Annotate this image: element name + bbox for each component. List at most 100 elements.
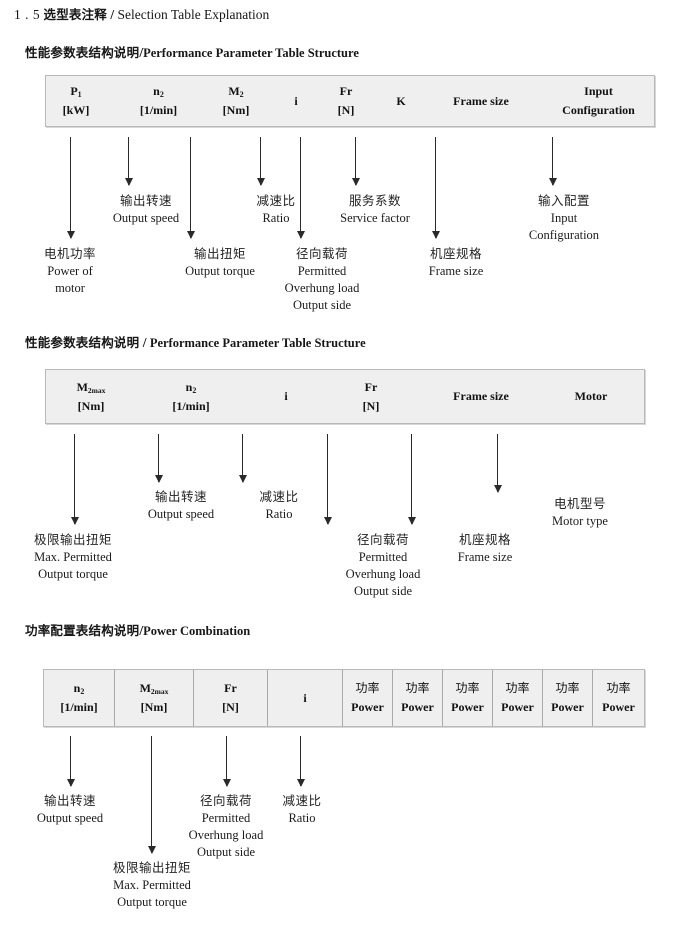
table3-col-power-4-en: Power (501, 700, 534, 714)
annotation-output-speed-3: 输出转速 Output speed (37, 793, 103, 827)
table2-col-i: i (256, 370, 316, 423)
arrow-to-max-permitted-output-torque (70, 434, 79, 525)
arrow-to-permitted-overhung-load-3 (222, 736, 231, 787)
section-3-heading: 功率配置表结构说明/Power Combination (25, 624, 250, 638)
power-combination-table: n2 [1/min] M2max [Nm] Fr [N] i 功率 Power … (43, 669, 645, 727)
table1-col-n2-line1: n2 (153, 84, 164, 100)
annotation-permitted-overhung-load-2-en-1: Permitted (358, 549, 408, 564)
annotation-power-of-motor-en-2: motor (55, 280, 85, 295)
table2-col-n2-line1: n2 (185, 379, 197, 395)
arrow-to-permitted-overhung-load-2 (323, 434, 332, 525)
annotation-frame-size-2-cn: 机座规格 (458, 532, 511, 547)
annotation-output-speed-2: 输出转速 Output speed (148, 489, 214, 523)
table3-col-power-1: 功率 Power (342, 670, 392, 726)
arrow-to-power-of-motor (66, 137, 75, 239)
table3-col-n2: n2 [1/min] (44, 670, 114, 726)
section-number: 1 . 5 (14, 7, 41, 22)
table3-col-n2-line2: [1/min] (60, 700, 98, 714)
annotation-permitted-overhung-load-2-en-3: Output side (354, 583, 412, 598)
annotation-output-speed-2-en-1: Output speed (147, 506, 215, 521)
section-2-heading: 性能参数表结构说明 / Performance Parameter Table … (25, 336, 366, 350)
annotation-permitted-overhung-load-3-en-3: Output side (197, 844, 255, 859)
table2-col-fr-line2: [N] (362, 398, 380, 413)
annotation-output-speed-cn: 输出转速 (119, 193, 172, 208)
annotation-permitted-overhung-load-3-en-1: Permitted (201, 810, 251, 825)
arrow-to-output-torque (186, 137, 195, 239)
table1-col-p1-line1: P1 (70, 84, 82, 100)
table2-col-i-line1: i (284, 389, 288, 404)
section-title-en: Selection Table Explanation (117, 7, 270, 22)
table3-col-i-line1: i (303, 690, 307, 705)
table1-col-input-configuration: Input Configuration (541, 76, 656, 126)
annotation-frame-size-2-en-1: Frame size (457, 549, 513, 564)
table1-col-fr-line1: Fr (339, 84, 353, 99)
table3-col-power-1-en: Power (351, 700, 384, 714)
performance-parameter-table-2: M2max [Nm] n2 [1/min] i Fr [N] Frame siz… (45, 369, 645, 424)
table3-col-power-2: 功率 Power (392, 670, 442, 726)
annotation-permitted-overhung-load-2-cn: 径向载荷 (356, 532, 410, 547)
annotation-ratio-3-en-1: Ratio (288, 810, 316, 825)
performance-parameter-table-1: P1 [kW] n2 [1/min] M2 [Nm] i Fr [N] K Fr… (45, 75, 655, 127)
annotation-max-permitted-output-torque-3-en-1: Max. Permitted (113, 877, 191, 892)
table1-col-fr-line2: [N] (337, 103, 355, 117)
annotation-permitted-overhung-load-3: 径向载荷 Permitted Overhung load Output side (189, 793, 264, 861)
annotation-frame-size-en-1: Frame size (428, 263, 484, 278)
table2-col-fr: Fr [N] (331, 370, 411, 423)
table3-col-m2max-line1: M2max (139, 681, 169, 697)
annotation-max-permitted-output-torque-3: 极限输出扭矩 Max. Permitted Output torque (113, 860, 191, 911)
table2-col-motor: Motor (546, 370, 636, 423)
annotation-output-torque-en-1: Output torque (185, 263, 255, 278)
annotation-ratio-2-cn: 减速比 (259, 489, 299, 504)
table3-col-fr-line2: [N] (222, 700, 239, 714)
annotation-output-speed-en-1: Output speed (112, 210, 180, 225)
annotation-ratio-en-1: Ratio (262, 210, 290, 225)
annotation-ratio-3-cn: 减速比 (282, 793, 322, 808)
arrow-to-max-permitted-output-torque-3 (147, 736, 156, 854)
section-title-cn: 选型表注释 (43, 7, 108, 22)
table3-col-power-3: 功率 Power (442, 670, 492, 726)
table2-col-m2max-line1: M2max (76, 379, 106, 395)
annotation-frame-size-2: 机座规格 Frame size (458, 532, 513, 566)
annotation-permitted-overhung-load-cn: 径向载荷 (295, 246, 349, 261)
table3-col-power-5-en: Power (551, 700, 584, 714)
arrow-to-permitted-overhung-load (296, 137, 305, 239)
annotation-output-torque-cn: 输出扭矩 (193, 246, 247, 261)
annotation-input-configuration: 输入配置 Input Configuration (529, 193, 599, 244)
table3-col-power-6-cn: 功率 (606, 681, 631, 696)
arrow-to-output-speed-2 (154, 434, 163, 483)
arrow-to-service-factor (351, 137, 360, 186)
table1-col-frame-size-line1: Frame size (453, 93, 509, 108)
table3-col-fr-line1: Fr (224, 681, 237, 696)
arrow-to-ratio (256, 137, 265, 186)
annotation-ratio-cn: 减速比 (256, 193, 296, 208)
section-2-heading-cn: 性能参数表结构说明 (25, 335, 140, 350)
table2-col-motor-line1: Motor (574, 389, 608, 404)
table3-col-fr: Fr [N] (193, 670, 267, 726)
annotation-permitted-overhung-load-3-en-2: Overhung load (188, 827, 264, 842)
table2-col-frame-size-line1: Frame size (453, 389, 509, 404)
section-2-heading-sep: / (142, 335, 147, 350)
annotation-power-of-motor-en-1: Power of (47, 263, 93, 278)
annotation-output-torque: 输出扭矩 Output torque (185, 246, 255, 280)
annotation-motor-type-en-1: Motor type (552, 513, 608, 528)
table3-col-power-2-en: Power (401, 700, 434, 714)
arrow-to-motor-type (493, 434, 502, 493)
annotation-permitted-overhung-load-2-en-2: Overhung load (345, 566, 421, 581)
annotation-input-configuration-en-2: Configuration (528, 227, 600, 242)
table3-col-n2-line1: n2 (73, 681, 85, 697)
table3-col-power-2-cn: 功率 (405, 681, 430, 696)
annotation-service-factor-en-1: Service factor (340, 210, 410, 225)
table1-col-fr: Fr [N] (321, 76, 371, 126)
annotation-ratio-2-en-1: Ratio (265, 506, 293, 521)
table3-col-power-4: 功率 Power (492, 670, 542, 726)
annotation-max-permitted-output-torque-en-2: Output torque (38, 566, 108, 581)
annotation-power-of-motor: 电机功率 Power of motor (44, 246, 96, 297)
table2-col-m2max-line2: [Nm] (77, 398, 105, 413)
table2-col-m2max: M2max [Nm] (46, 370, 136, 423)
arrow-to-output-speed-3 (66, 736, 75, 787)
table1-col-k: K (381, 76, 421, 126)
title-separator: / (110, 7, 115, 22)
table3-col-power-6: 功率 Power (592, 670, 644, 726)
arrow-to-input-configuration (548, 137, 557, 186)
